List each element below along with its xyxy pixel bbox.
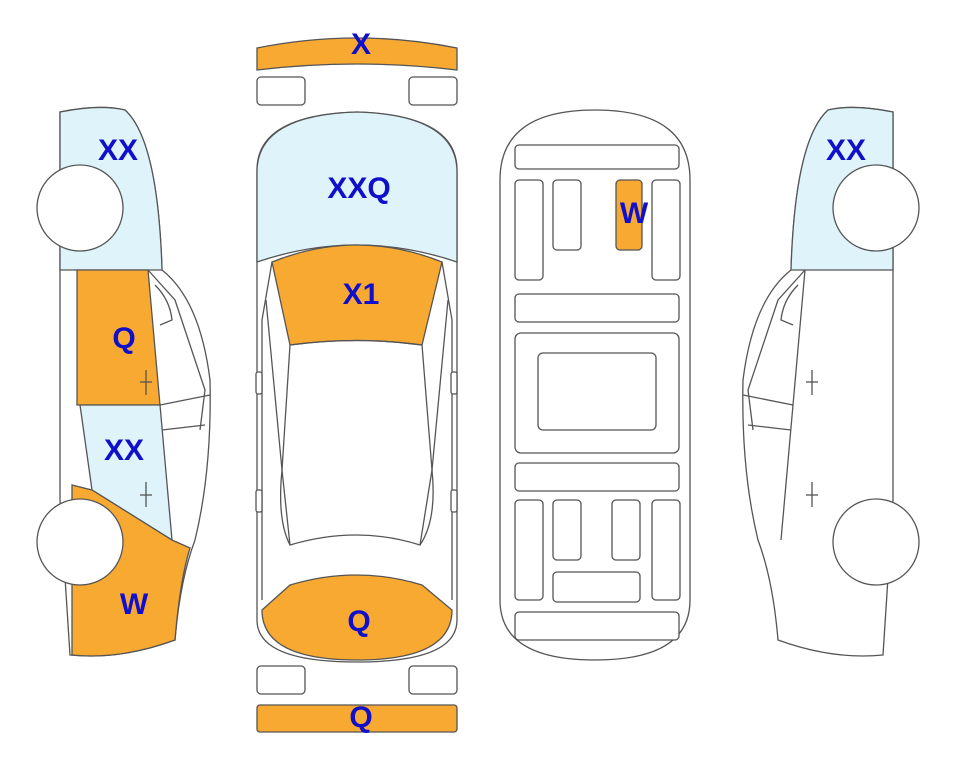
damage-labels: X XXQ X1 Q Q W XX Q XX W XX <box>98 28 866 734</box>
left-taillight-part <box>256 665 306 695</box>
right-handle-mark <box>450 489 458 513</box>
underbody-panel <box>611 499 641 561</box>
underbody-panel <box>514 462 680 492</box>
underbody-panel <box>552 179 582 251</box>
left-front-window-label: XX <box>104 434 144 467</box>
front-bumper-part[interactable] <box>256 37 458 71</box>
left-side-view <box>36 106 211 657</box>
left-headlight-part <box>256 76 306 106</box>
hood-label: X1 <box>343 278 380 311</box>
right-rear-wheel <box>832 164 920 252</box>
right-door-line <box>780 269 806 541</box>
rear-bumper-part[interactable] <box>256 704 458 733</box>
left-rear-wheel <box>36 164 124 252</box>
windshield-label: XXQ <box>327 172 390 205</box>
right-inner-line <box>419 299 449 546</box>
front-bumper-label: X <box>351 28 371 61</box>
floor-panel-part[interactable] <box>615 179 643 251</box>
left-door-line <box>147 269 206 431</box>
right-door-line <box>747 269 806 431</box>
left-front-wheel <box>36 498 124 586</box>
left-handle-mark <box>255 489 263 513</box>
underbody-panel <box>651 499 681 601</box>
trunk-lid-part[interactable] <box>261 574 453 661</box>
underbody-panel <box>552 571 641 603</box>
right-mirror-mark <box>450 371 458 395</box>
underbody-panel <box>552 499 582 561</box>
underbody-panel <box>514 144 680 170</box>
right-front-wheel <box>832 498 920 586</box>
left-door-line <box>161 424 206 431</box>
underbody-view <box>499 109 691 661</box>
right-door-line <box>742 394 794 406</box>
left-window-line <box>154 284 173 326</box>
left-door-line <box>159 394 211 406</box>
left-rear-window-label: XX <box>98 134 138 167</box>
right-side-view <box>742 106 920 657</box>
underbody-center-panel <box>537 352 657 431</box>
right-taillight-part <box>408 665 458 695</box>
left-rear-door-label: Q <box>112 322 135 355</box>
underbody-panel <box>651 179 681 281</box>
underbody-panel <box>514 293 680 323</box>
underbody-panel <box>514 611 680 641</box>
top-view <box>255 37 458 733</box>
rear-bumper-label: Q <box>349 701 372 734</box>
underbody-panel <box>514 499 544 601</box>
right-rear-window-label: XX <box>826 134 866 167</box>
floor-panel-label: W <box>620 197 649 230</box>
right-headlight-part <box>408 76 458 106</box>
left-front-fender-label: W <box>120 588 149 621</box>
underbody-panel <box>514 179 544 281</box>
trunk-lid-label: Q <box>347 605 370 638</box>
left-inner-line <box>265 299 291 546</box>
right-window-line <box>780 284 799 326</box>
left-mirror-mark <box>255 371 263 395</box>
right-door-line <box>747 424 792 431</box>
